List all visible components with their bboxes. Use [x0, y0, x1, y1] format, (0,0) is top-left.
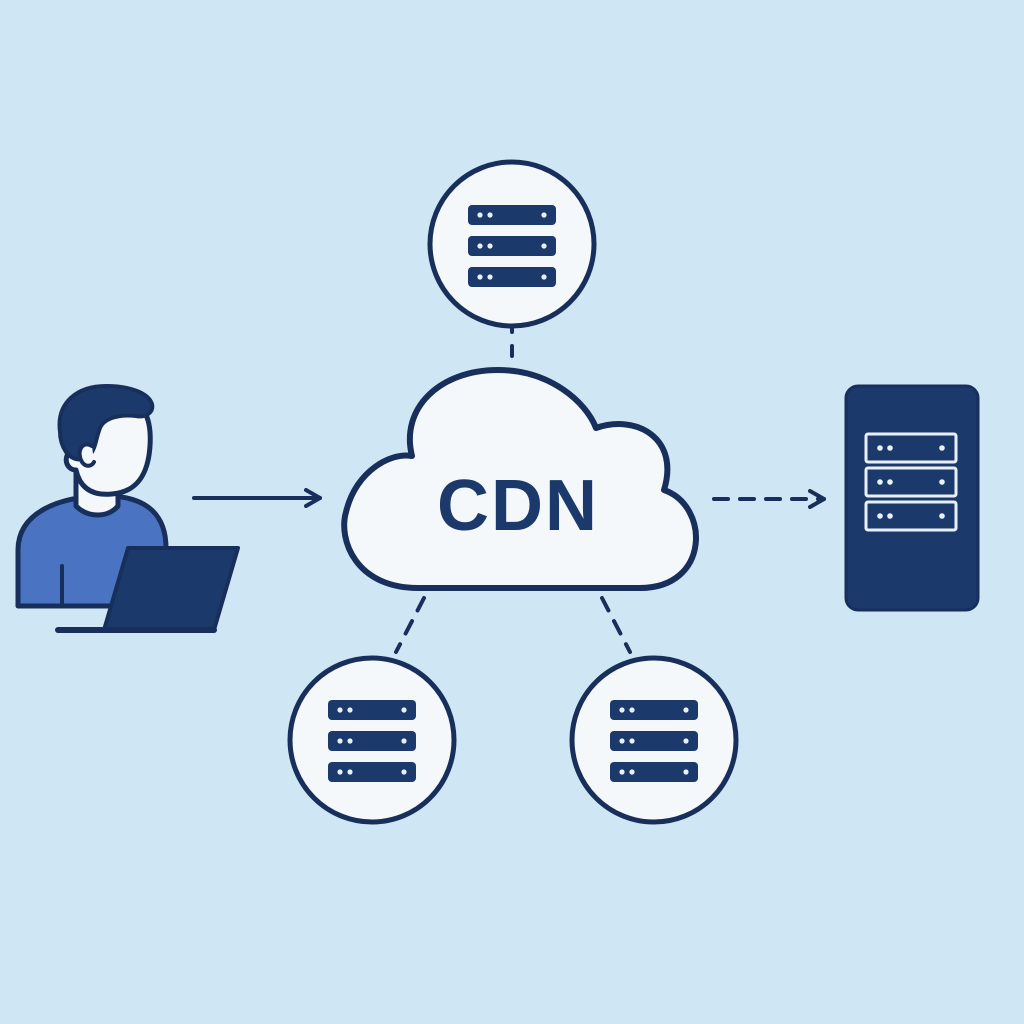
- connections: [192, 320, 826, 654]
- edge-server-top: [427, 159, 597, 329]
- laptop-icon: [102, 546, 240, 632]
- user-with-laptop-icon: [15, 384, 240, 633]
- edge-server-bottom-left: [287, 655, 457, 825]
- origin-server-unit: [864, 466, 958, 498]
- cdn-to-bottom-right-edge-connector: [600, 596, 632, 654]
- cdn-label: CDN: [437, 466, 599, 546]
- edge-server-bottom-right: [569, 655, 739, 825]
- origin-server: [844, 384, 980, 612]
- user-hair: [57, 384, 155, 462]
- server-rack-icon: [328, 700, 416, 782]
- server-tower-icon: [844, 384, 980, 612]
- cdn-cloud: CDN: [341, 367, 699, 591]
- server-rack-icon: [468, 205, 556, 287]
- cloud-icon: [341, 367, 699, 591]
- server-rack-icon: [610, 700, 698, 782]
- origin-server-unit: [864, 432, 958, 464]
- origin-server-unit: [864, 500, 958, 532]
- cdn-to-bottom-left-edge-connector: [394, 596, 426, 654]
